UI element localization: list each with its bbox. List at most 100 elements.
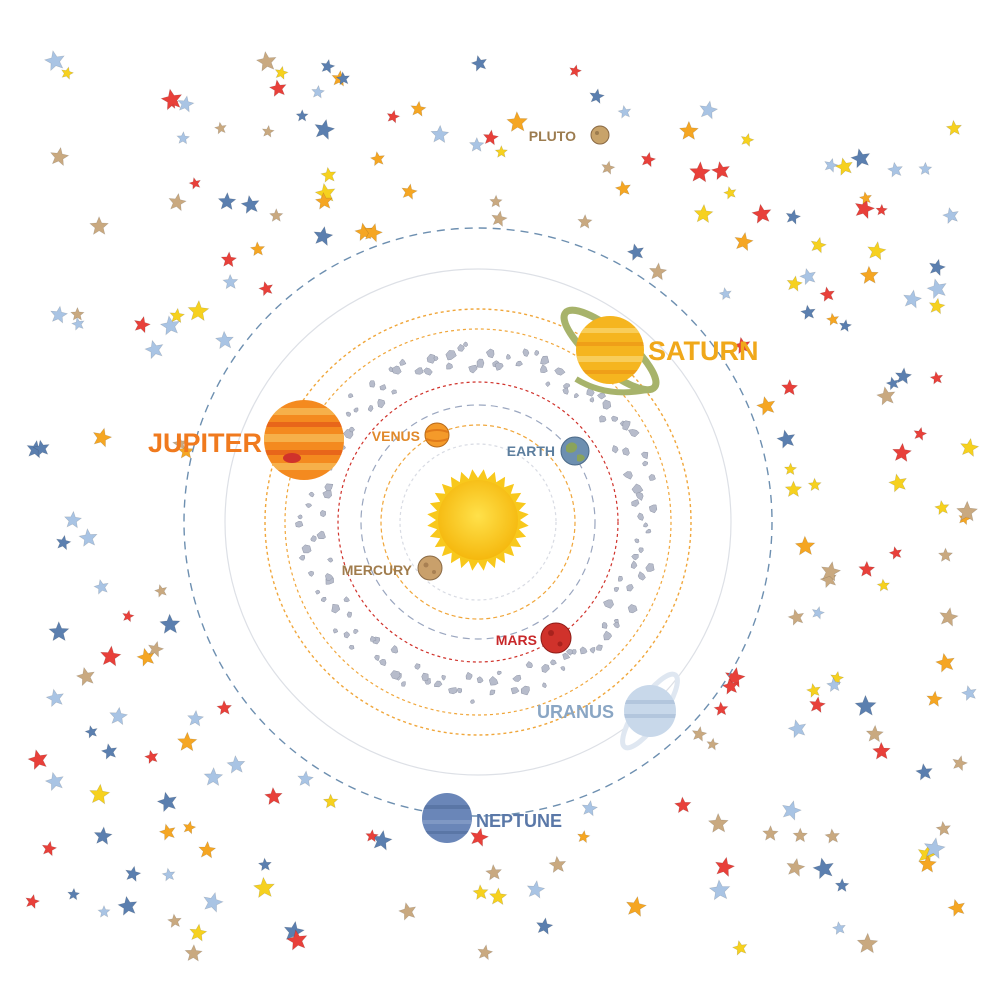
orbit-mars (337, 381, 619, 663)
star-icon (177, 95, 195, 113)
star-icon (928, 258, 947, 277)
orbit-lines (183, 227, 773, 817)
asteroid (345, 411, 352, 417)
star-icon (67, 887, 81, 901)
star-icon (888, 545, 903, 560)
star-icon (32, 439, 50, 457)
star-icon (776, 429, 796, 449)
star-icon (186, 709, 205, 727)
asteroid (512, 674, 522, 682)
star-icon (617, 104, 632, 119)
asteroid (611, 415, 619, 422)
saturn-band (576, 342, 644, 346)
asteroid (332, 628, 339, 634)
star-icon (850, 147, 871, 169)
saturn-label: SATURN (648, 336, 759, 366)
star-icon (812, 857, 834, 880)
star-icon (942, 206, 959, 225)
star-icon (401, 183, 418, 200)
asteroid (379, 384, 387, 391)
jupiter-band (264, 422, 344, 427)
star-icon (858, 191, 873, 205)
asteroid (520, 685, 530, 696)
star-icon (133, 315, 152, 334)
star-icon (144, 339, 164, 360)
star-icon (935, 820, 952, 837)
star-icon (871, 741, 891, 760)
asteroid (642, 460, 648, 467)
asteroid (618, 575, 623, 582)
star-icon (285, 929, 308, 951)
star-icon (410, 100, 427, 117)
planet-uranus: URANUS (537, 671, 680, 751)
asteroid (433, 356, 439, 361)
asteroid (391, 389, 397, 395)
asteroid (645, 563, 655, 572)
earth-land (566, 442, 578, 453)
star-icon (838, 318, 853, 333)
star-icon (834, 877, 850, 893)
star-icon (159, 613, 181, 634)
planet-mercury: MERCURY (342, 555, 443, 581)
star-icon (799, 304, 816, 321)
star-icon (762, 824, 779, 841)
planet-earth: EARTH (507, 436, 590, 466)
mercury-crater (423, 562, 429, 568)
star-icon (216, 699, 233, 716)
star-field (25, 50, 980, 962)
sun (427, 469, 529, 571)
star-icon (876, 578, 891, 592)
star-icon (214, 330, 235, 350)
asteroid (597, 392, 607, 400)
asteroid (515, 360, 523, 367)
star-icon (283, 920, 306, 942)
star-icon (125, 865, 142, 883)
uranus-band (624, 714, 676, 718)
star-icon (854, 694, 877, 717)
star-icon (176, 131, 191, 145)
star-icon (184, 943, 203, 962)
star-icon (888, 473, 908, 493)
star-icon (153, 583, 168, 598)
orbit-uranus (224, 268, 732, 776)
star-icon (865, 724, 884, 743)
earth-land (577, 454, 585, 462)
asteroid (541, 664, 550, 673)
star-icon (918, 161, 933, 176)
star-icon (160, 88, 183, 111)
star-icon (876, 386, 896, 406)
star-icon (468, 136, 485, 152)
star-icon (41, 840, 58, 857)
pluto-body (590, 125, 610, 145)
asteroid (622, 447, 630, 456)
asteroid (489, 689, 496, 696)
asteroid (643, 522, 649, 528)
asteroid (476, 676, 484, 684)
jupiter-red-spot (283, 453, 301, 463)
jupiter-band (264, 434, 344, 442)
star-icon (926, 278, 947, 300)
star-icon (43, 50, 65, 72)
planet-neptune: NEPTUNE (422, 793, 562, 843)
star-icon (859, 265, 879, 285)
asteroid (603, 630, 612, 641)
orbit-earth (360, 404, 596, 640)
asteroid (485, 348, 495, 359)
star-icon (488, 887, 508, 906)
star-icon (322, 793, 339, 809)
star-icon (268, 208, 284, 222)
asteroid (324, 483, 334, 492)
asteroid (295, 521, 304, 528)
star-icon (176, 731, 198, 752)
star-icon (640, 151, 657, 168)
uranus-body (624, 685, 676, 737)
star-icon (780, 378, 799, 396)
star-icon (158, 823, 176, 841)
star-icon (831, 921, 846, 936)
star-icon (834, 157, 853, 176)
asteroid (637, 571, 646, 581)
star-icon (819, 286, 836, 303)
jupiter-band (264, 463, 344, 470)
asteroid (476, 358, 485, 368)
star-icon (485, 863, 503, 881)
